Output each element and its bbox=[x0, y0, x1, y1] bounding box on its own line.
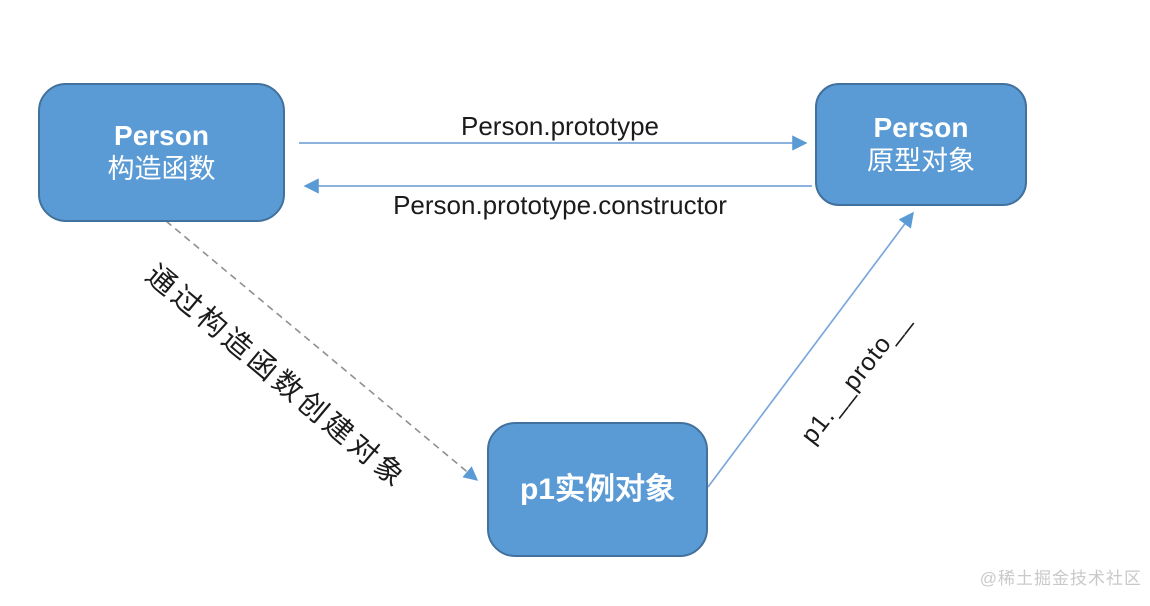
node-p1-instance-object: p1实例对象 bbox=[487, 422, 708, 557]
arrow-p1-proto bbox=[707, 211, 914, 488]
node-p1-instance-label: p1实例对象 bbox=[519, 472, 675, 506]
node-person-prototype-subtitle: 原型对象 bbox=[867, 146, 975, 176]
node-person-prototype-object: Person 原型对象 bbox=[815, 83, 1027, 206]
edge-label-person-prototype: Person.prototype bbox=[460, 111, 659, 141]
node-person-constructor: Person 构造函数 bbox=[38, 83, 285, 222]
watermark-juejin-community: @稀土掘金技术社区 bbox=[979, 569, 1142, 588]
dashed-arrow-create-instance bbox=[165, 220, 479, 481]
node-person-constructor-title: Person bbox=[114, 120, 209, 151]
node-person-constructor-subtitle: 构造函数 bbox=[107, 154, 216, 184]
node-person-prototype-title: Person bbox=[873, 112, 969, 143]
edge-label-prototype-constructor: Person.prototype.constructor bbox=[393, 190, 727, 220]
